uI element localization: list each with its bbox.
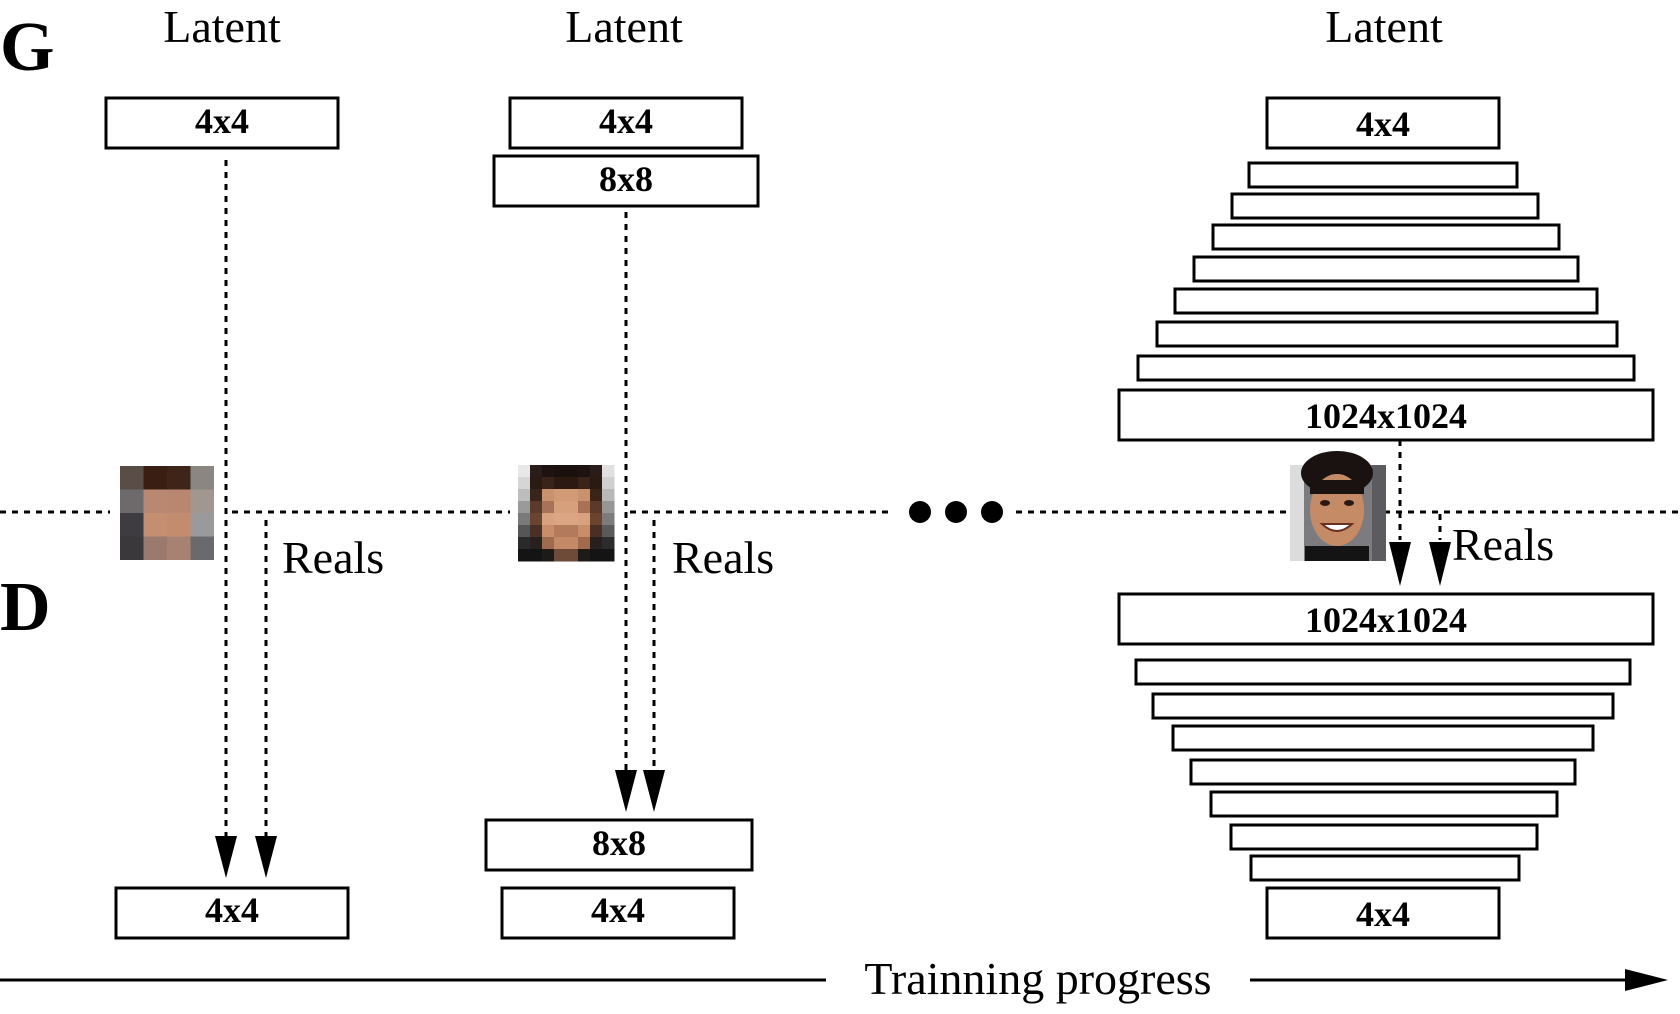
generator-block: 4x4 <box>508 96 744 150</box>
discriminator-block-label: 4x4 <box>591 890 645 930</box>
discriminator-block <box>1171 724 1595 752</box>
reals-arrowhead <box>255 836 277 878</box>
stage-1: 4x4 Reals 4x4 <box>104 96 384 940</box>
generator-block: 4x4 <box>104 96 340 150</box>
generator-block-label: 1024x1024 <box>1305 396 1467 436</box>
discriminator-block: 4x4 <box>114 886 350 940</box>
discriminator-block <box>1151 692 1615 720</box>
face-sample-8x8 <box>518 465 615 562</box>
reals-label: Reals <box>672 532 774 583</box>
discriminator-block <box>1189 758 1577 786</box>
discriminator-block-label: 8x8 <box>592 823 646 863</box>
discriminator-block-label: 4x4 <box>1356 894 1410 934</box>
discriminator-block <box>1209 790 1559 818</box>
generator-block <box>1247 161 1519 189</box>
discriminator-block <box>1229 823 1539 851</box>
generator-block <box>1230 192 1540 220</box>
generator-block: 4x4 <box>1265 96 1501 150</box>
generator-block-label: 8x8 <box>599 159 653 199</box>
discriminator-block-label: 4x4 <box>205 890 259 930</box>
generator-block: 1024x1024 <box>1117 388 1655 442</box>
generator-label: G <box>0 9 54 86</box>
generator-block <box>1211 223 1561 251</box>
fake-arrowhead <box>215 836 237 878</box>
generator-block-label: 4x4 <box>599 101 653 141</box>
discriminator-label: D <box>0 569 51 646</box>
discriminator-block-label: 1024x1024 <box>1305 600 1467 640</box>
stage-2: 4x4 8x8 Reals 8x8 4x4 <box>484 96 774 940</box>
fake-arrowhead <box>1389 542 1411 586</box>
discriminator-stack: 1024x1024 4x4 <box>1117 592 1655 940</box>
face-sample-1024 <box>1290 451 1386 561</box>
latent-label-stage-3: Latent <box>1325 1 1443 52</box>
latent-label-stage-1: Latent <box>163 1 281 52</box>
generator-block <box>1155 320 1619 348</box>
generator-block <box>1192 255 1580 283</box>
discriminator-block: 8x8 <box>484 818 754 872</box>
generator-stack: 4x4 1024x1024 <box>1117 96 1655 442</box>
ellipsis-dot <box>909 501 931 523</box>
discriminator-block: 4x4 <box>500 886 736 940</box>
discriminator-block: 4x4 <box>1265 886 1501 940</box>
face-sample-4x4 <box>120 466 214 560</box>
reals-label: Reals <box>1452 519 1554 570</box>
generator-block-label: 4x4 <box>1356 104 1410 144</box>
stage-3: 4x4 1024x1024 1024x1024 4x4 Reals <box>1117 96 1655 940</box>
generator-block <box>1136 354 1636 382</box>
ellipsis-dot <box>981 501 1003 523</box>
training-progress-axis: Trainning progress <box>0 953 1668 1004</box>
progress-label: Trainning progress <box>864 953 1211 1004</box>
reals-arrowhead <box>643 770 665 812</box>
progress-arrowhead <box>1625 969 1668 991</box>
latent-label-stage-2: Latent <box>565 1 683 52</box>
reals-arrowhead <box>1429 542 1451 586</box>
fake-arrowhead <box>615 770 637 812</box>
reals-label: Reals <box>282 532 384 583</box>
discriminator-block <box>1249 854 1521 882</box>
generator-block-label: 4x4 <box>195 101 249 141</box>
discriminator-block <box>1134 658 1632 686</box>
generator-block: 8x8 <box>492 154 760 208</box>
discriminator-block: 1024x1024 <box>1117 592 1655 646</box>
generator-block <box>1173 287 1599 315</box>
g-d-separator <box>0 501 1680 523</box>
ellipsis-dot <box>945 501 967 523</box>
